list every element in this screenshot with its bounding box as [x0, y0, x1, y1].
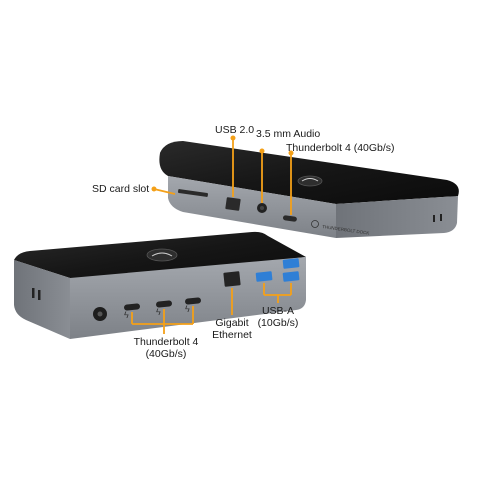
usb2-port[interactable]: [225, 197, 241, 211]
tb4-port-1[interactable]: [124, 303, 141, 311]
side-slot-icon: [38, 290, 41, 300]
side-slot-icon: [440, 214, 442, 221]
tb4-port-2[interactable]: [156, 300, 173, 308]
label-usba: USB-A (10Gb/s): [252, 305, 304, 329]
label-sd-card: SD card slot: [92, 183, 150, 195]
brand-text: THUNDERBOLT DOCK: [322, 224, 370, 236]
side-slot-icon: [32, 288, 35, 298]
label-usba-line1: USB-A: [261, 305, 295, 317]
label-tb4-bottom: Thunderbolt 4 (40Gb/s): [131, 336, 201, 360]
back-dock: THUNDERBOLT DOCK: [159, 141, 459, 238]
owl-logo-icon: [146, 248, 178, 262]
usba-port-1[interactable]: [255, 271, 273, 282]
label-ethernet: Gigabit Ethernet: [204, 317, 260, 341]
label-tb4-bottom-line2: (40Gb/s): [145, 348, 187, 360]
label-usb2: USB 2.0: [215, 124, 255, 136]
thunderbolt-icon: ϟ: [124, 310, 129, 320]
usba-port-2[interactable]: [282, 258, 300, 269]
side-slot-icon: [433, 215, 435, 222]
owl-logo-icon: [297, 175, 323, 187]
callout-lines: [131, 138, 292, 334]
tb4-port-back[interactable]: [282, 215, 298, 222]
thunderbolt-icon: ϟ: [156, 307, 161, 317]
back-dock-top-surface: [159, 141, 459, 204]
usba-port-3[interactable]: [282, 271, 300, 282]
label-usba-line2: (10Gb/s): [257, 317, 299, 329]
thunderbolt-icon: ϟ: [185, 304, 190, 314]
back-dock-side: [336, 196, 458, 238]
label-ethernet-line2: Ethernet: [212, 329, 252, 341]
back-dock-front: [168, 176, 336, 238]
front-dock: ϟ ϟ ϟ: [14, 231, 306, 339]
label-tb4-bottom-line1: Thunderbolt 4: [133, 336, 199, 348]
label-audio: 3.5 mm Audio: [256, 128, 321, 140]
front-dock-front: [70, 257, 306, 339]
callout-dots: [151, 135, 294, 192]
label-tb4-top: Thunderbolt 4 (40Gb/s): [286, 142, 395, 154]
label-ethernet-line1: Gigabit: [215, 317, 249, 329]
owl-badge-icon: [311, 220, 319, 228]
front-dock-side: [14, 260, 70, 339]
tb4-port-3[interactable]: [185, 297, 202, 305]
ethernet-port[interactable]: [223, 271, 241, 287]
sd-card-slot[interactable]: [177, 189, 209, 197]
